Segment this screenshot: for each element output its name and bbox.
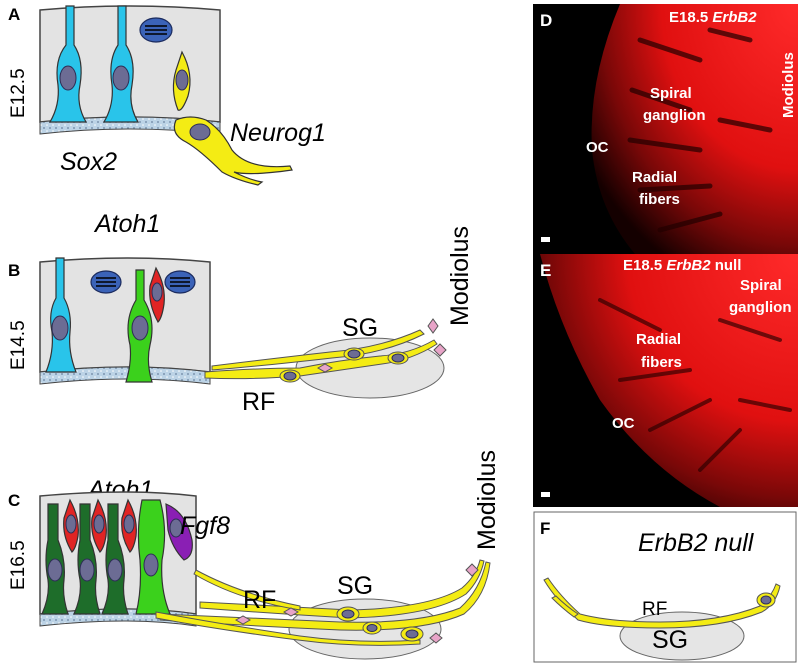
nucleus [51,315,69,341]
label-fibers-d: fibers [639,191,680,208]
nucleus [93,514,105,534]
support-cell [48,5,88,123]
label-oc-d: OC [586,139,609,156]
nucleus [175,69,189,91]
nucleus [189,123,211,141]
gene-label-sox2: Sox2 [60,148,117,176]
nucleus [47,558,63,582]
nucleus [123,514,135,534]
scale-bar-d [541,237,550,242]
nucleus [347,349,361,359]
label-rf-c: RF [243,586,276,614]
panel-b-stage: E14.5 [8,320,29,370]
gene-label-neurog1: Neurog1 [230,119,326,147]
panel-e-letter: E [540,261,551,280]
label-modiolus-c: Modiolus [473,450,501,550]
radial-fiber [211,329,425,371]
panel-a-stage: E12.5 [8,68,29,118]
panel-f: F ErbB2 null RF SG [533,511,797,663]
panel-a-letter: A [8,5,20,24]
support-cell [102,5,140,123]
label-sg-c: SG [337,572,373,600]
glial-cell [427,318,439,334]
gene-label-fgf8: Fgf8 [180,512,230,540]
label-modiolus-d: Modiolus [780,52,797,118]
glial-cell [316,363,334,373]
nucleus [405,629,419,639]
tissue-e [540,254,798,507]
panel-e-title: E18.5 ErbB2 null [623,257,741,274]
panel-a: A E12.5 Sox2 Neurog1 [8,5,326,186]
glial-cell [429,632,443,644]
label-ganglion-e: ganglion [729,299,792,316]
chromosomes [170,277,190,287]
label-spiral-e: Spiral [740,277,782,294]
nucleus [65,514,77,534]
radial-fiber-f [543,577,781,629]
panel-c: Atoh1 C E16.5 Fgf8 [8,450,501,660]
label-fibers-e: fibers [641,354,682,371]
label-sg-f: SG [652,626,688,654]
panel-f-letter: F [540,519,550,538]
chromosomes [96,277,116,287]
radial-fiber [193,569,301,611]
nucleus [79,558,95,582]
nucleus [169,518,183,538]
nucleus [143,553,159,577]
fiber-bundles-d [627,27,773,233]
nucleus [760,595,772,605]
label-modiolus-b: Modiolus [446,226,474,326]
label-rf-f: RF [642,599,667,620]
glial-cell [465,563,479,577]
support-cell [45,257,77,373]
panel-b: Atoh1 B E14.5 SG RF Modiolus [8,210,474,416]
nucleus [366,624,378,632]
nucleus [151,282,163,302]
panel-d-title: E18.5 ErbB2 [669,9,757,26]
label-ganglion-d: ganglion [643,107,706,124]
label-radial-d: Radial [632,169,677,186]
chromosomes [145,25,167,35]
basal-layer-b [39,366,211,385]
gene-label-atoh1-b: Atoh1 [93,210,160,238]
panel-d-letter: D [540,11,552,30]
panel-d: D E18.5 ErbB2 Spiral ganglion Modiolus O… [533,4,798,254]
label-oc-e: OC [612,415,635,432]
radial-fiber [159,561,491,631]
nucleus [59,65,77,91]
nucleus [112,65,130,91]
label-rf-b: RF [242,388,275,416]
radial-fiber-f [551,595,579,618]
glial-cell [433,343,447,357]
panel-b-letter: B [8,261,20,280]
glial-cell [282,607,300,617]
glial-cell [234,615,252,625]
panel-e: E E18.5 ErbB2 null Spiral ganglion Radia… [533,254,798,507]
panel-c-stage: E16.5 [8,540,29,590]
label-spiral-d: Spiral [650,85,692,102]
radial-fiber [155,611,421,646]
nucleus [131,315,149,341]
nucleus [341,609,355,619]
nucleus [107,558,123,582]
panel-c-letter: C [8,491,20,510]
scale-bar-e [541,492,550,497]
panel-f-title: ErbB2 null [638,529,755,557]
label-radial-e: Radial [636,331,681,348]
fiber-bundles-e [598,298,792,472]
nucleus [283,371,297,381]
label-sg-b: SG [342,314,378,342]
nucleus [391,353,405,363]
